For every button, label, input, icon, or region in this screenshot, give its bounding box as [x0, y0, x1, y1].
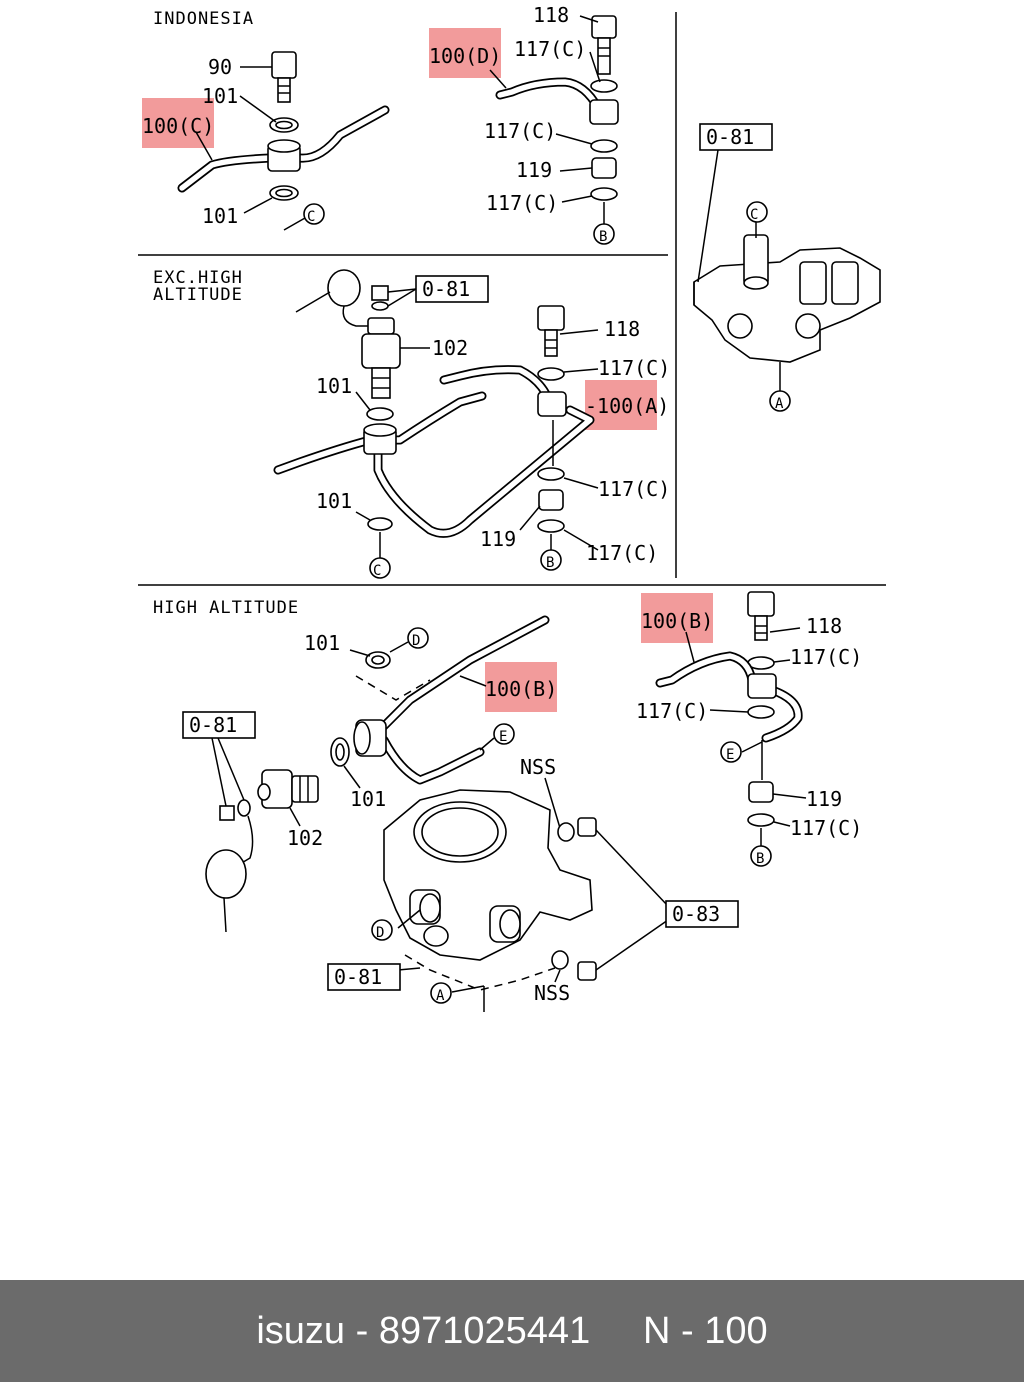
footer-separator: - [345, 1309, 379, 1352]
footer-brand: isuzu [256, 1309, 346, 1352]
footer-bar: isuzu - 8971025441 N - 100 [0, 1280, 1024, 1382]
ref-081-d: 0-81 [334, 965, 382, 989]
label-117c-i: 117(C) [790, 816, 862, 840]
section-title-exc-high-2: ALTITUDE [153, 285, 243, 305]
high-altitude-group [182, 615, 739, 1012]
circle-label-c-2: C [750, 207, 758, 223]
section-title-high-altitude: HIGH ALTITUDE [153, 598, 299, 618]
label-102-a: 102 [432, 336, 468, 360]
circle-label-b-2: B [546, 555, 554, 571]
label-101-e: 101 [304, 631, 340, 655]
footer-page-ref: N - 100 [643, 1309, 768, 1352]
indonesia-stack [489, 15, 619, 245]
circle-label-d-2: D [376, 925, 384, 941]
label-102-b: 102 [287, 826, 323, 850]
circle-label-c-3: C [373, 563, 381, 579]
circle-label-a-1: A [775, 396, 784, 412]
ref-083: 0-83 [672, 902, 720, 926]
label-117c-g: 117(C) [790, 645, 862, 669]
label-101-c: 101 [316, 374, 352, 398]
parts-diagram: INDONESIA EXC.HIGH ALTITUDE HIGH ALTITUD… [138, 3, 886, 1012]
circle-label-e-2: E [726, 747, 734, 763]
highlight-100a [585, 380, 657, 430]
circle-label-a-2: A [436, 988, 445, 1004]
label-100d: 100(D) [429, 44, 501, 68]
label-100b-left: 100(B) [485, 677, 557, 701]
label-100b-right: 100(B) [641, 609, 713, 633]
label-118-b: 118 [604, 317, 640, 341]
label-119-b: 119 [480, 527, 516, 551]
label-101-a: 101 [202, 84, 238, 108]
label-117c-b: 117(C) [484, 119, 556, 143]
label-117c-e: 117(C) [598, 477, 670, 501]
highlight-100d [429, 28, 501, 78]
label-117c-h: 117(C) [636, 699, 708, 723]
footer-part-number: 8971025441 [378, 1309, 591, 1352]
label-118-a: 118 [533, 3, 569, 27]
circle-label-e-1: E [499, 729, 507, 745]
high-altitude-stack [655, 591, 807, 867]
section-title-exc-high-1: EXC.HIGH [153, 268, 243, 288]
label-100a: -100(A) [585, 394, 669, 418]
label-101-d: 101 [316, 489, 352, 513]
footer-gap [590, 1310, 643, 1353]
label-118-c: 118 [806, 614, 842, 638]
ref-081-a: 0-81 [706, 125, 754, 149]
label-90: 90 [208, 55, 232, 79]
indonesia-group [177, 51, 390, 231]
label-101-f: 101 [350, 787, 386, 811]
section-title-indonesia: INDONESIA [153, 9, 254, 29]
circle-label-b-3: B [756, 851, 764, 867]
circle-label-d-1: D [412, 633, 420, 649]
label-119-a: 119 [516, 158, 552, 182]
ref-081-c: 0-81 [189, 713, 237, 737]
label-100c: 100(C) [142, 114, 214, 138]
housing-top-right [693, 123, 881, 412]
highlight-100c [142, 98, 214, 148]
ref-081-b: 0-81 [422, 277, 470, 301]
circle-label-b-1: B [599, 229, 607, 245]
label-nss-top: NSS [520, 755, 556, 779]
label-117c-d: 117(C) [598, 356, 670, 380]
label-nss-bottom: NSS [534, 981, 570, 1005]
highlight-100b-right [641, 593, 713, 643]
label-117c-f: 117(C) [586, 541, 658, 565]
exc-high-group [273, 269, 599, 579]
label-117c-c: 117(C) [486, 191, 558, 215]
circle-label-c-1: C [307, 209, 315, 225]
label-117c-a: 117(C) [514, 37, 586, 61]
label-101-b: 101 [202, 204, 238, 228]
label-119-c: 119 [806, 787, 842, 811]
highlight-100b-left [485, 662, 557, 712]
